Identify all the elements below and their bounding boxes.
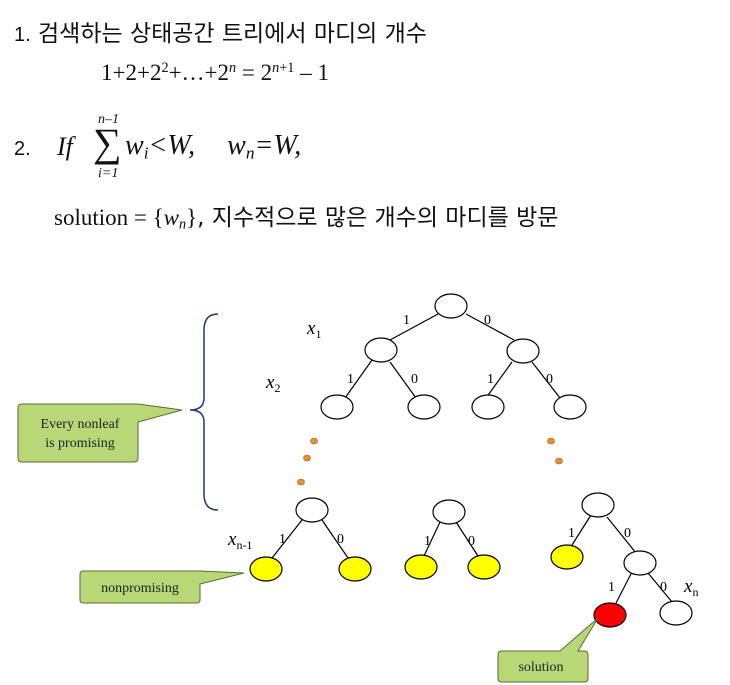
node-sub1-left <box>249 556 283 582</box>
label-xn: xn <box>683 576 698 599</box>
edge-label-0: 0 <box>660 580 667 595</box>
edge-labels: 1 0 1 0 1 0 1 0 1 0 1 0 1 0 <box>279 313 667 595</box>
set-sub: n <box>178 216 187 233</box>
node-l2-c <box>471 394 505 420</box>
formula1: 1+2+22+…+2n = 2n+1 – 1 <box>101 60 329 86</box>
callout-nonleaf: Every nonleaf is promising <box>17 403 183 463</box>
eq-W: =W, <box>254 130 302 161</box>
formula1-exp-n: n <box>229 60 237 77</box>
node-solution <box>593 602 627 628</box>
line1-number: 1. <box>14 24 31 46</box>
edge-label-1: 1 <box>424 534 431 549</box>
sum-lower: i=1 <box>98 166 119 181</box>
line2-if: If <box>57 132 73 161</box>
node-l2-b <box>407 394 441 420</box>
sub-n: n <box>245 143 255 163</box>
formula1-eq: = 2 <box>236 60 273 85</box>
node-l1-right <box>506 338 540 364</box>
lt-W: <W, <box>148 130 196 161</box>
set-w: w <box>163 205 179 230</box>
edge-label-1: 1 <box>279 532 286 547</box>
level-labels: x1 x2 xn-1 xn <box>227 318 698 599</box>
tree-nodes <box>249 293 693 628</box>
callout-nonleaf-line1: Every nonleaf <box>41 417 120 432</box>
line2-condition: wi<W, wn=W, <box>125 130 301 162</box>
set-close: } <box>186 205 198 230</box>
edge-label-0: 0 <box>337 532 344 547</box>
formula1-exp-2: 2 <box>161 60 169 77</box>
formula1-part-b: +…+2 <box>168 60 230 85</box>
node-sub2-left <box>404 554 438 580</box>
node-sub2-right <box>467 554 501 580</box>
line2-number: 2. <box>14 138 31 160</box>
node-sub1-root <box>295 497 329 523</box>
brace <box>189 313 219 511</box>
formula1-tail: – 1 <box>294 60 329 85</box>
edge-label-0: 0 <box>484 313 491 328</box>
line1-text: 검색하는 상태공간 트리에서 마디의 개수 <box>38 21 427 47</box>
w-i: w <box>125 130 144 161</box>
label-x2: x2 <box>265 372 280 395</box>
node-sub3-root <box>581 492 615 518</box>
callout-nonpromising-text: nonpromising <box>101 581 179 596</box>
line1: 1. 검색하는 상태공간 트리에서 마디의 개수 <box>14 14 427 48</box>
node-sub1-right <box>338 556 372 582</box>
node-sub2-root <box>432 499 466 525</box>
line3-text: , 지수적으로 많은 개수의 마디를 방문 <box>197 205 559 231</box>
node-l2-a <box>320 394 354 420</box>
edge-label-1: 1 <box>487 372 494 387</box>
node-sub3-left <box>550 544 584 570</box>
label-x1: x1 <box>306 318 321 341</box>
node-root <box>434 293 468 319</box>
edge-label-0: 0 <box>624 526 631 541</box>
w-n: w <box>227 130 246 161</box>
callout-nonleaf-line2: is promising <box>45 436 115 451</box>
callout-solution: solution <box>497 617 599 683</box>
edge-label-0: 0 <box>411 372 418 387</box>
edge-label-0: 0 <box>468 534 475 549</box>
line3: solution = {wn}, 지수적으로 많은 개수의 마디를 방문 <box>54 198 558 232</box>
edge-label-0: 0 <box>546 372 553 387</box>
edge-label-1: 1 <box>568 526 575 541</box>
set-open: { <box>152 205 164 230</box>
label-xn-1: xn-1 <box>227 529 252 552</box>
formula1-part-a: 1+2+2 <box>101 60 162 85</box>
node-sub3-bottom-right <box>659 600 693 626</box>
formula1-exp-n1: n+1 <box>272 60 295 77</box>
sigma: ∑ <box>93 120 122 165</box>
tree-edges <box>271 313 673 604</box>
callout-solution-text: solution <box>518 660 563 675</box>
node-sub3-right <box>623 550 657 576</box>
node-l1-left <box>364 337 398 363</box>
sub-i: i <box>143 143 149 163</box>
solution-label: solution = <box>54 205 153 230</box>
node-l2-d <box>553 394 587 420</box>
edge-label-1: 1 <box>347 372 354 387</box>
sum-upper: n–1 <box>98 112 119 127</box>
edge-label-1: 1 <box>403 313 410 328</box>
edge-label-1: 1 <box>608 580 615 595</box>
callout-nonpromising: nonpromising <box>79 570 245 604</box>
ellipsis-dots <box>297 437 563 486</box>
